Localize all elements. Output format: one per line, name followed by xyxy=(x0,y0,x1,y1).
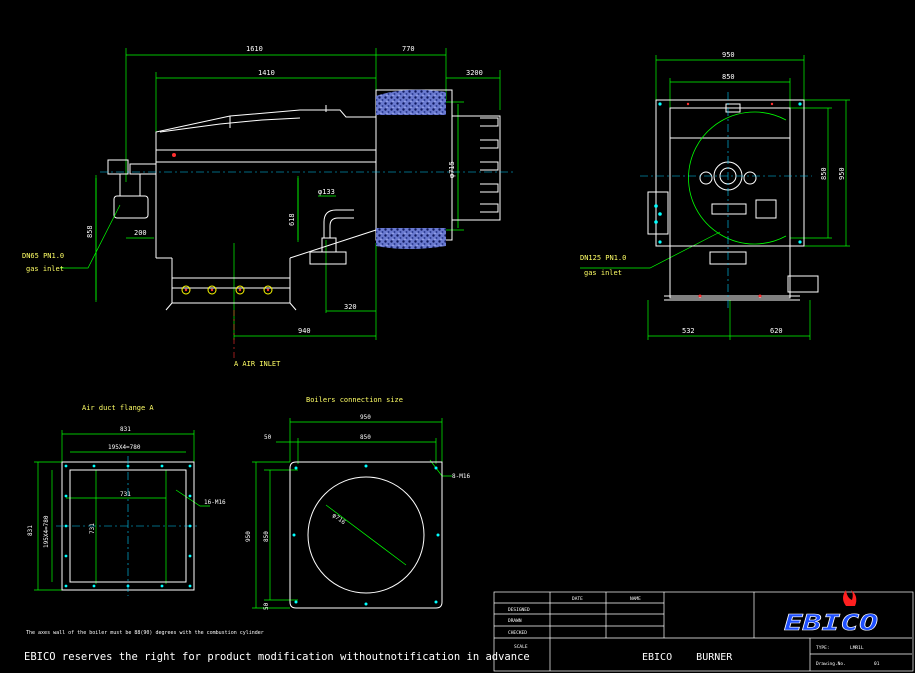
flame-icon xyxy=(843,590,857,606)
tb-scale: SCALE xyxy=(514,644,528,650)
boiler-connection: Boilers connection size 950 50 850 950 8… xyxy=(245,396,470,610)
tb-checked: CHECKED xyxy=(508,630,527,636)
air-duct-holes: 16-M16 xyxy=(204,499,226,506)
dim-618: 618 xyxy=(288,213,296,226)
air-duct-title: Air duct flange A xyxy=(82,404,154,412)
gas-inlet-label: gas inlet xyxy=(26,265,64,273)
boiler-title: Boilers connection size xyxy=(306,396,403,404)
gas-inlet-spec: DN65 PN1.0 xyxy=(22,252,64,260)
dim-770: 770 xyxy=(402,45,415,53)
tb-type-label: TYPE: xyxy=(816,645,830,651)
dim-940: 940 xyxy=(298,327,311,335)
air-inlet-label: A AIR INLET xyxy=(234,360,281,368)
tb-date: DATE xyxy=(572,596,583,602)
side-view: 1610 770 1410 3200 200 858 618 φ133 320 … xyxy=(22,45,514,368)
dim-200: 200 xyxy=(134,229,147,237)
front-gas-inlet-label: gas inlet xyxy=(584,269,622,277)
front-view: 950 850 850 950 532 620 DN125 PN1.0 gas … xyxy=(580,51,850,340)
dim-715: φ715 xyxy=(448,161,456,178)
air-duct-dim-v831: 831 xyxy=(27,525,34,536)
tb-drawing-label: Drawing.No. xyxy=(816,661,846,667)
boiler-dim-v850: 850 xyxy=(263,531,270,542)
dim-133: φ133 xyxy=(318,188,335,196)
dim-858: 858 xyxy=(86,225,94,238)
air-duct-dim-831: 831 xyxy=(120,426,131,433)
front-dim-532: 532 xyxy=(682,327,695,335)
boiler-holes: 8-M16 xyxy=(452,473,470,480)
tb-title: EBICO BURNER xyxy=(642,652,733,663)
tb-type-value: LMR1L xyxy=(850,645,864,651)
dim-1610: 1610 xyxy=(246,45,263,53)
air-duct-dim-731h: 731 xyxy=(120,491,131,498)
air-duct-dim-v195x4: 195X4=780 xyxy=(43,515,50,548)
dim-1410: 1410 xyxy=(258,69,275,77)
tb-name: NAME xyxy=(630,596,641,602)
boiler-dim-dia: φ716 xyxy=(331,512,347,526)
air-duct-dim-195x4: 195X4=780 xyxy=(108,444,141,451)
tb-drawn: DRAWN xyxy=(508,618,522,624)
boiler-dim-950: 950 xyxy=(360,414,371,421)
air-duct-dim-731v: 731 xyxy=(89,523,96,534)
title-block: DATE NAME DESIGNED DRAWN CHECKED SCALE E… xyxy=(493,590,914,672)
front-dim-950: 950 xyxy=(722,51,735,59)
air-duct-flange: Air duct flange A 831 195X4=780 731 731 … xyxy=(27,404,226,596)
front-dim-v850: 850 xyxy=(820,167,828,180)
boiler-dim-v950: 950 xyxy=(245,531,252,542)
front-dim-v950: 950 xyxy=(838,167,846,180)
disclaimer: EBICO reserves the right for product mod… xyxy=(24,651,530,663)
boiler-dim-50b: 50 xyxy=(263,602,270,610)
dim-320: 320 xyxy=(344,303,357,311)
ebico-logo: EBICO xyxy=(784,611,878,636)
front-dim-850: 850 xyxy=(722,73,735,81)
front-dim-620: 620 xyxy=(770,327,783,335)
front-gas-inlet-spec: DN125 PN1.0 xyxy=(580,254,626,262)
tb-designed: DESIGNED xyxy=(508,607,530,613)
tb-drawing-value: 01 xyxy=(874,661,880,667)
boiler-dim-850: 850 xyxy=(360,434,371,441)
boiler-dim-50: 50 xyxy=(264,434,272,441)
footnote: The axes wall of the boiler must be 88(9… xyxy=(26,630,264,636)
dim-3200: 3200 xyxy=(466,69,483,77)
